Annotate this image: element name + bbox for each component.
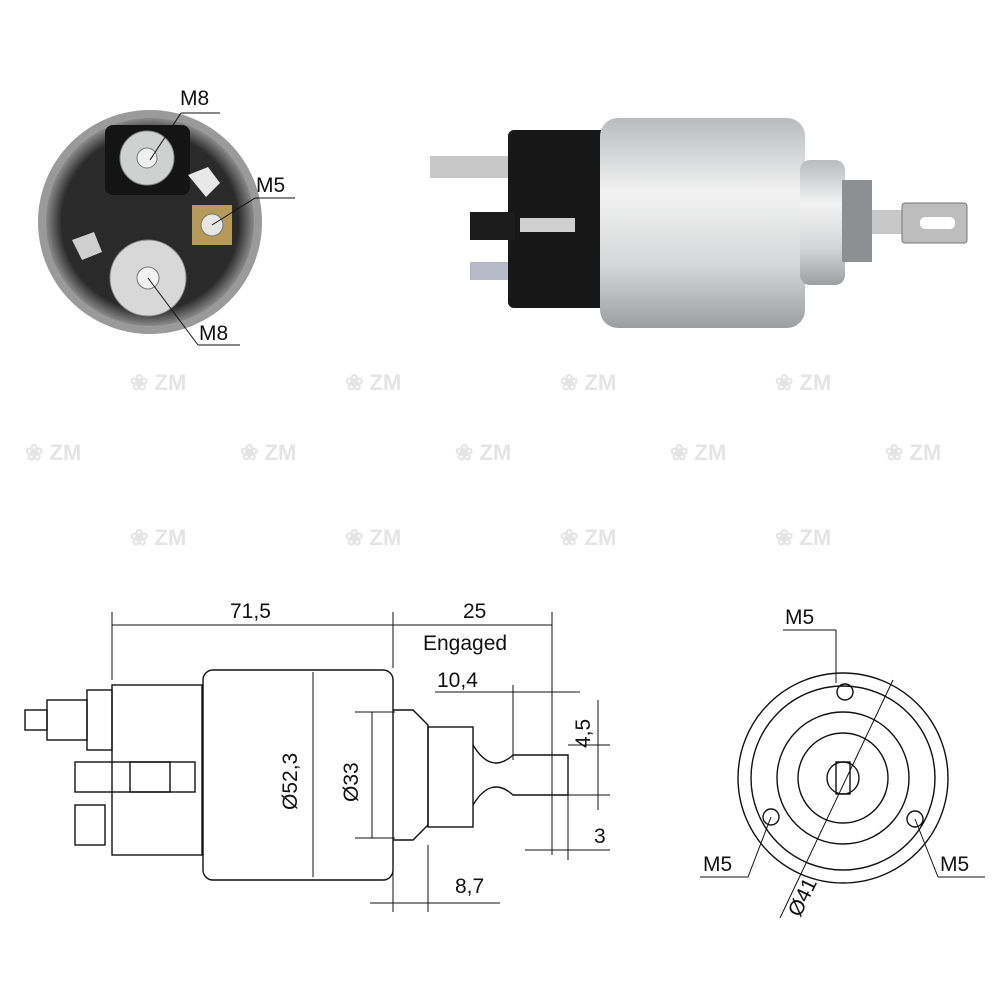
watermark-layer: ❀ ZM ❀ ZM ❀ ZM ❀ ZM ❀ ZM ❀ ZM ❀ ZM ❀ ZM ❀ ZM ❀ ZM… (25, 370, 941, 550)
dim-nose-diameter: Ø33 (340, 762, 363, 802)
label-top-hole: M5 (785, 606, 814, 629)
dim-tab-thickness: 3 (594, 825, 606, 848)
watermark-text: ❀ ZM (560, 525, 616, 550)
dim-tab-offset: 10,4 (437, 669, 478, 692)
end-drawing: M5 M5 M5 Ø41 (700, 606, 985, 920)
front-photo-labels: M8 M5 M8 (147, 87, 295, 346)
dim-nose-length: 8,7 (455, 875, 484, 898)
watermark-text: ❀ ZM (25, 440, 81, 465)
label-right-hole: M5 (940, 853, 969, 876)
label-m5: M5 (256, 174, 285, 197)
label-left-hole: M5 (703, 853, 732, 876)
label-m8-bottom: M8 (199, 322, 228, 345)
watermark-text: ❀ ZM (455, 440, 511, 465)
side-drawing: 71,5 25 Engaged 10,4 Ø52,3 Ø33 4,5 3 8,7 (24, 600, 610, 912)
dim-length: 71,5 (230, 600, 271, 623)
dim-body-diameter: Ø52,3 (279, 753, 302, 810)
watermark-text: ❀ ZM (775, 370, 831, 395)
watermark-text: ❀ ZM (240, 440, 296, 465)
label-bolt-circle: Ø41 (784, 874, 822, 920)
watermark-text: ❀ ZM (130, 370, 186, 395)
dim-stroke: 25 (463, 600, 486, 623)
watermark-text: ❀ ZM (560, 370, 616, 395)
label-m8-top: M8 (180, 87, 209, 110)
dim-tab-width: 4,5 (572, 719, 595, 748)
front-photo (38, 110, 262, 334)
watermark-text: ❀ ZM (345, 525, 401, 550)
watermark-text: ❀ ZM (130, 525, 186, 550)
dim-stroke-note: Engaged (423, 632, 507, 655)
watermark-text: ❀ ZM (885, 440, 941, 465)
side-photo (430, 118, 968, 328)
watermark-text: ❀ ZM (345, 370, 401, 395)
watermark-text: ❀ ZM (670, 440, 726, 465)
watermark-text: ❀ ZM (775, 525, 831, 550)
